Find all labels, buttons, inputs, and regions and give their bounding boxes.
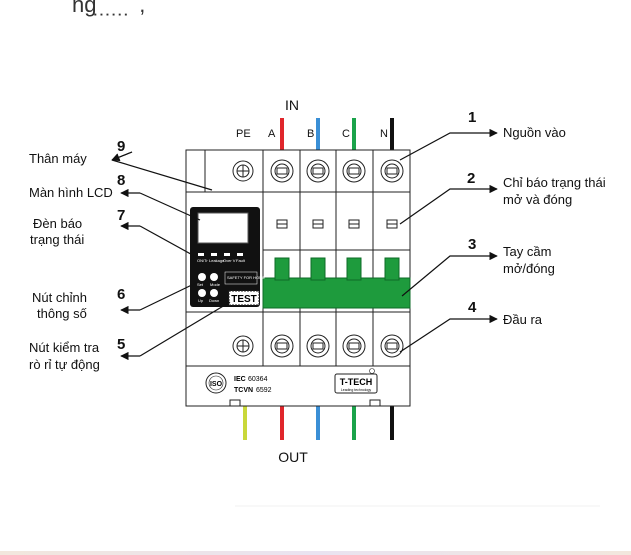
callout-num-1: 1 — [468, 109, 476, 126]
input-terminals — [232, 159, 404, 183]
control-panel: ON/Tr Leakage Over V Fault Set Mode Up D… — [190, 207, 265, 307]
callouts-right: 1 Nguồn vào 2 Chỉ báo trạng thái mở và đ… — [399, 109, 606, 353]
mode-button[interactable] — [210, 273, 218, 281]
up-button[interactable] — [198, 289, 206, 297]
switch-handle[interactable] — [262, 257, 411, 309]
callout-text-8: Màn hình LCD — [29, 185, 113, 200]
callout-text-7b: trạng thái — [30, 232, 84, 247]
terminal-screw-pe — [232, 160, 254, 182]
set-button[interactable] — [198, 273, 206, 281]
terminal-screw-n-out — [380, 334, 404, 358]
svg-text:ISO: ISO — [210, 381, 223, 388]
phase-label-c: C — [342, 128, 350, 140]
output-terminals — [232, 334, 404, 358]
phase-label-pe: PE — [236, 128, 251, 140]
tcvn-label: TCVN — [234, 387, 253, 394]
callout-text-7a: Đèn báo — [33, 216, 82, 231]
led-4 — [237, 253, 243, 256]
lcd-screen — [197, 212, 249, 244]
terminal-screw-pe-out — [232, 335, 254, 357]
callout-text-6b: thông số — [37, 306, 87, 321]
output-wires — [243, 405, 394, 440]
led-3 — [224, 253, 230, 256]
callout-text-9: Thân máy — [29, 151, 87, 166]
callout-text-3b: mở/đóng — [503, 261, 555, 276]
brand-sub: Leading technology — [341, 388, 372, 392]
callout-text-2b: mở và đóng — [503, 192, 572, 207]
header-text: ng ̣ ̣ ̣ ̣ ̣ ̣ , — [72, 0, 145, 17]
terminal-screw-b-out — [306, 334, 330, 358]
test-label: TEST — [231, 294, 257, 305]
footer-strip: ISO IEC 60364 TCVN 6592 T-TECH Leading t… — [205, 368, 378, 394]
callout-text-6a: Nút chỉnh — [32, 290, 87, 305]
input-wires — [280, 118, 394, 150]
terminal-screw-a — [270, 159, 294, 183]
led-label-3: Over V — [223, 258, 236, 263]
led-label-1: ON/Tr — [197, 258, 208, 263]
tcvn-value: 6592 — [256, 387, 272, 394]
iec-label: IEC — [234, 376, 246, 383]
up-label: Up — [198, 298, 204, 303]
iso-badge: ISO — [205, 372, 227, 394]
led-label-4: Fault — [236, 258, 246, 263]
callout-text-2a: Chỉ báo trạng thái — [503, 175, 606, 190]
callout-num-4: 4 — [468, 299, 477, 316]
bottom-gradient-bar — [0, 551, 631, 555]
phase-label-b: B — [307, 128, 314, 140]
phase-label-n: N — [380, 128, 388, 140]
callout-num-2: 2 — [467, 170, 475, 187]
led-label-2: Leakage — [209, 258, 225, 263]
callout-num-9: 9 — [117, 138, 125, 155]
callout-num-8: 8 — [117, 172, 125, 189]
down-label: Down — [209, 298, 219, 303]
phase-label-a: A — [268, 128, 276, 140]
terminal-screw-c — [342, 159, 366, 183]
terminal-screw-b — [306, 159, 330, 183]
callout-num-6: 6 — [117, 286, 125, 303]
mode-label: Mode — [210, 282, 221, 287]
in-label: IN — [285, 97, 299, 113]
out-label: OUT — [278, 449, 308, 465]
callouts-left: 9 Thân máy 8 Màn hình LCD 7 Đèn báo trạn… — [29, 138, 231, 372]
callout-num-3: 3 — [468, 236, 476, 253]
callout-text-3a: Tay cầm — [503, 244, 551, 259]
led-2 — [211, 253, 217, 256]
set-label: Set — [197, 282, 204, 287]
callout-text-5a: Nút kiểm tra — [29, 340, 100, 355]
status-windows — [276, 219, 398, 229]
test-button[interactable]: TEST — [228, 290, 260, 306]
callout-text-1: Nguồn vào — [503, 125, 566, 140]
panel-brand-text: SAFETY FOR HOME — [227, 275, 265, 280]
iec-value: 60364 — [248, 376, 268, 383]
terminal-screw-n — [380, 159, 404, 183]
terminal-screw-a-out — [270, 334, 294, 358]
callout-text-5b: rò rỉ tự động — [29, 357, 100, 372]
down-button[interactable] — [210, 289, 218, 297]
callout-num-7: 7 — [117, 207, 125, 224]
led-1 — [198, 253, 204, 256]
terminal-screw-c-out — [342, 334, 366, 358]
callout-text-4: Đầu ra — [503, 312, 543, 327]
brand-logo: T-TECH — [340, 377, 373, 387]
callout-num-5: 5 — [117, 336, 125, 353]
